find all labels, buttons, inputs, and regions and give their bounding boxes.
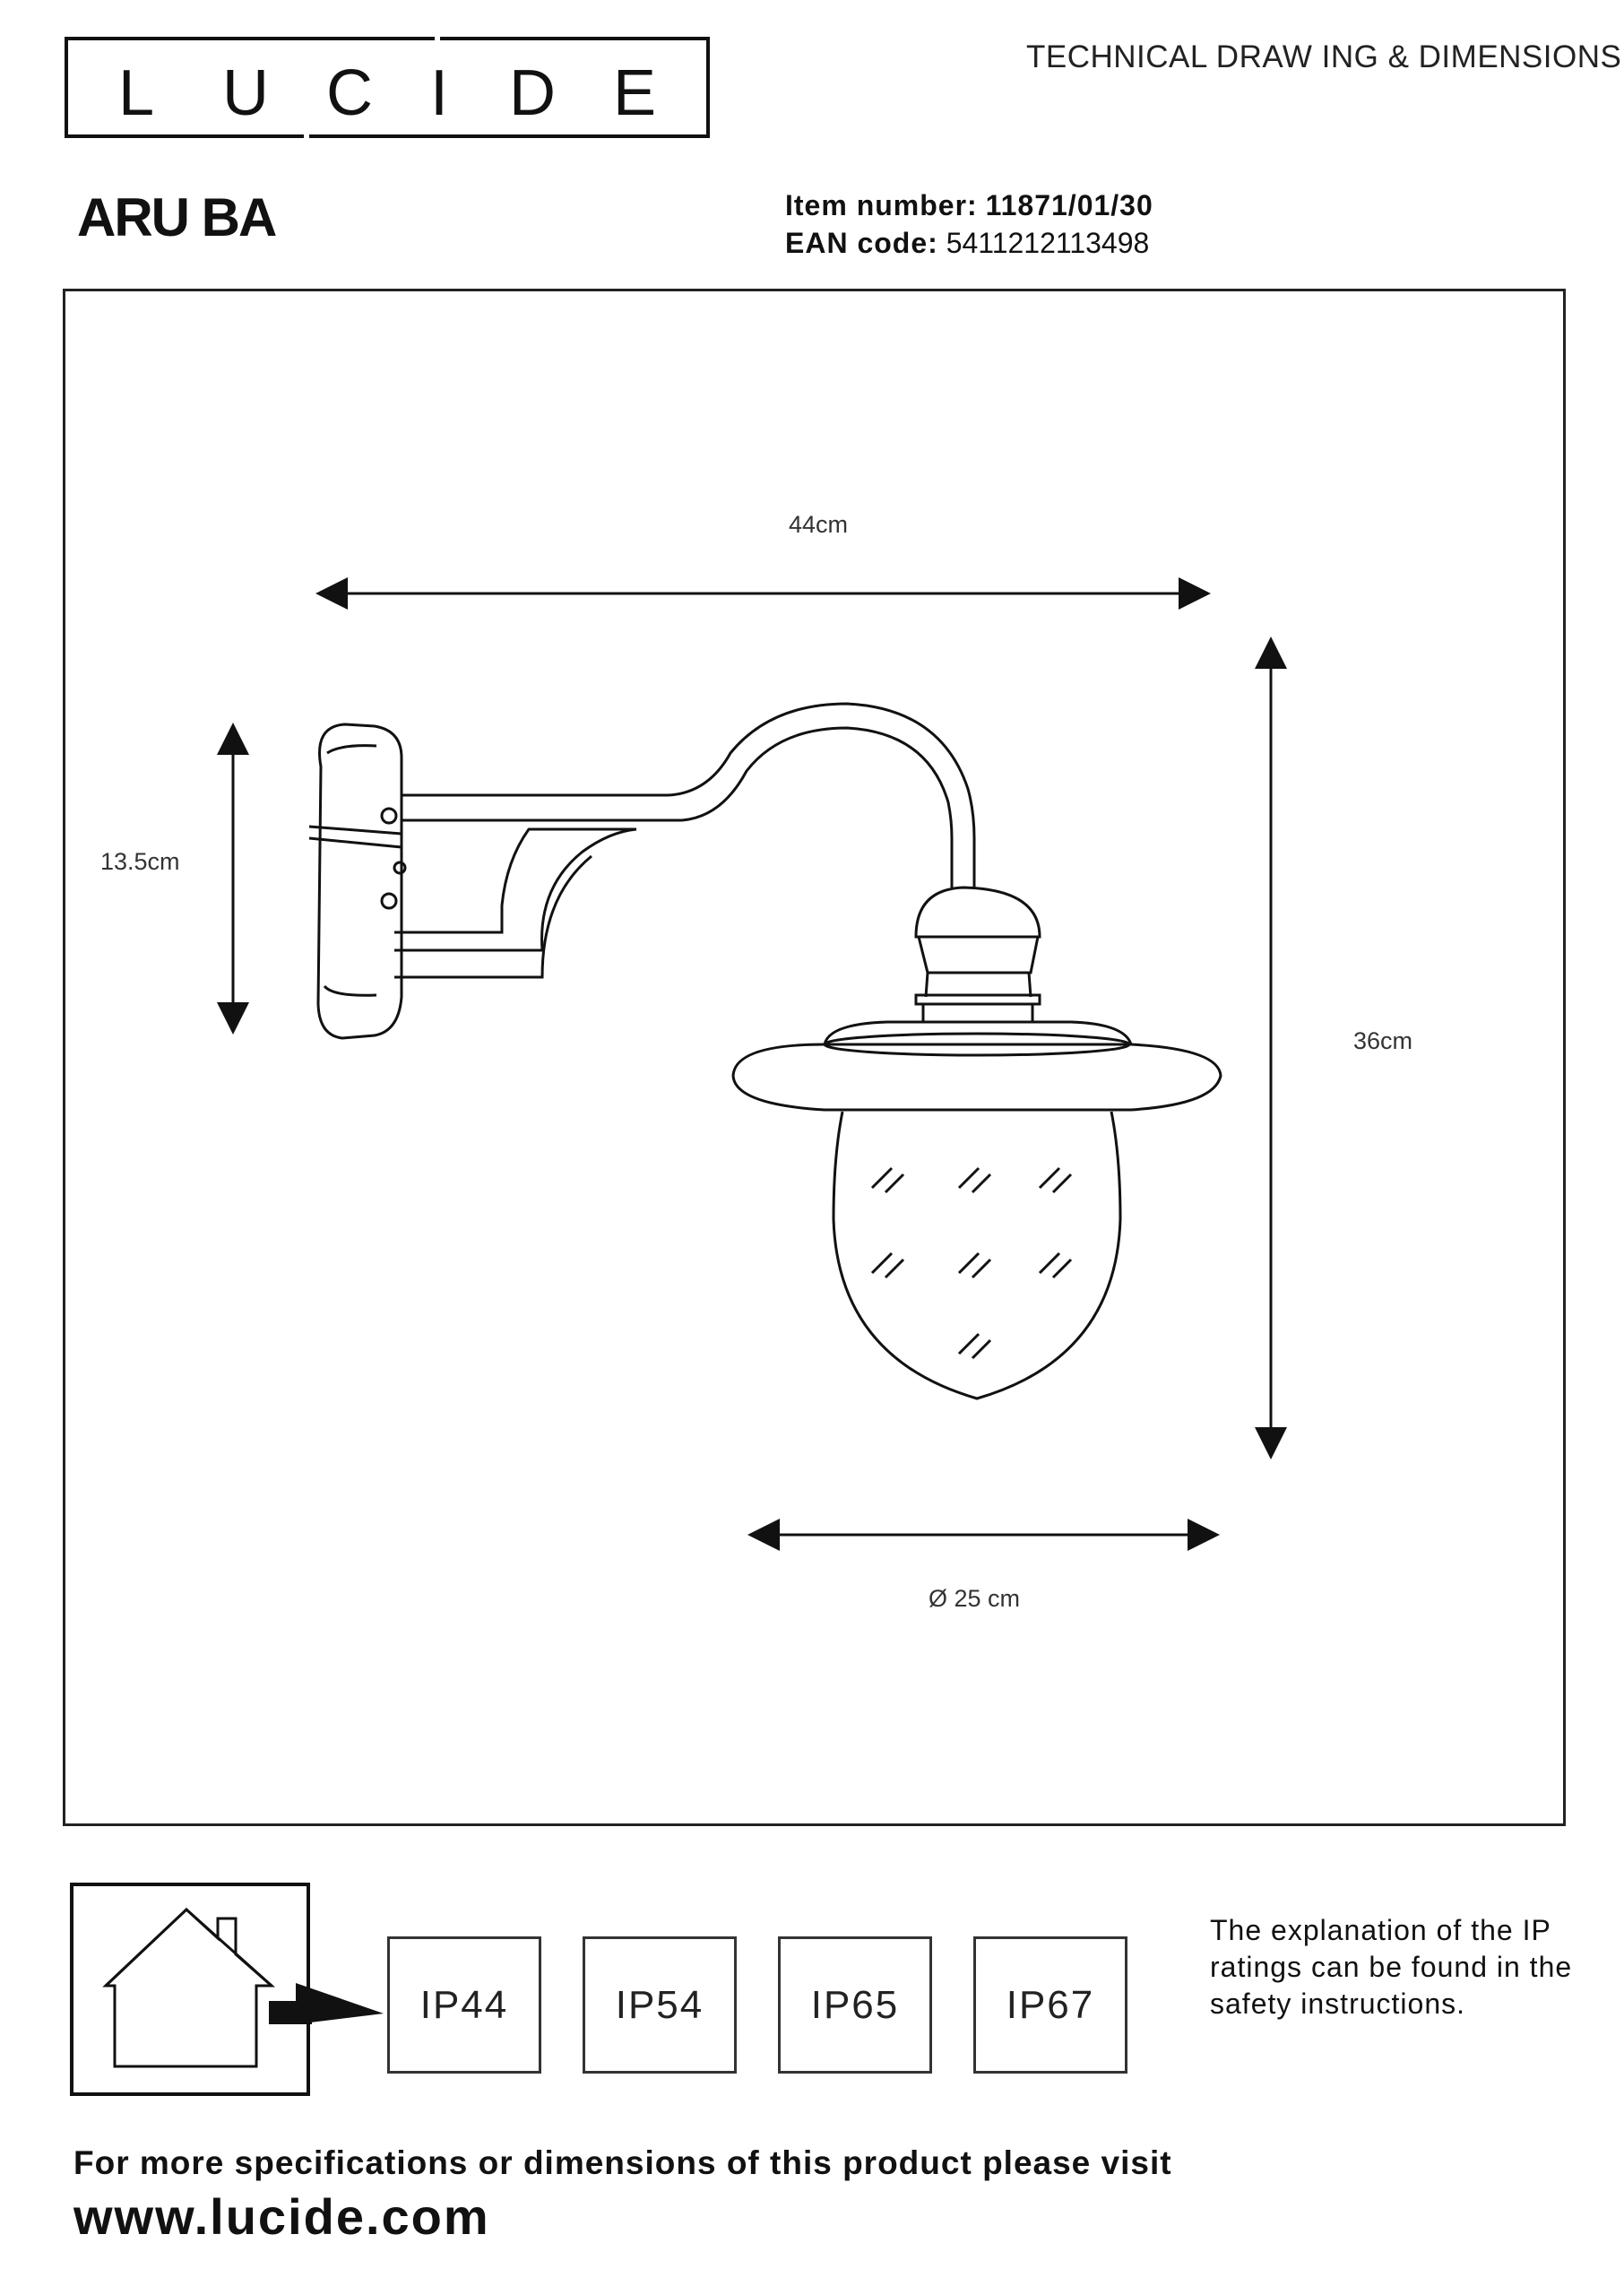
logo-letter: I bbox=[430, 57, 448, 129]
ip-rating-note: The explanation of the IP ratings can be… bbox=[1210, 1914, 1573, 2020]
ip-rating-badge: IP67 bbox=[973, 1936, 1127, 2074]
footer-text: For more specifications or dimensions of… bbox=[73, 2144, 1172, 2181]
website-link[interactable]: www.lucide.com bbox=[73, 2188, 490, 2245]
ip-rating-badge: IP65 bbox=[778, 1936, 932, 2074]
document-title: TECHNICAL DRAW ING & DIMENSIONS bbox=[1026, 39, 1622, 74]
backplate-dimension-label: 13.5cm bbox=[100, 848, 180, 875]
lamp-head bbox=[731, 886, 1222, 1400]
logo-letter: L bbox=[118, 57, 154, 129]
item-number-row: Item number: 11871/01/30 bbox=[785, 186, 1153, 224]
diameter-dimension-label: Ø 25 cm bbox=[929, 1585, 1021, 1612]
width-dimension-label: 44cm bbox=[789, 511, 849, 538]
logo-letter: D bbox=[509, 57, 556, 129]
product-name: ARU BA bbox=[77, 187, 277, 247]
wall-mount-plate bbox=[308, 723, 407, 1040]
item-number-label: Item number: bbox=[785, 189, 978, 221]
ean-code-row: EAN code: 5411212113498 bbox=[785, 224, 1153, 262]
lucide-logo: L U C I D E bbox=[65, 36, 710, 139]
ip-rating-badge: IP44 bbox=[387, 1936, 541, 2074]
ean-code-value: 5411212113498 bbox=[946, 227, 1150, 259]
arrow-pointer-icon bbox=[269, 1983, 384, 2024]
drawing-frame bbox=[63, 289, 1566, 1826]
logo-letter: E bbox=[613, 57, 656, 129]
height-dimension-label: 36cm bbox=[1353, 1027, 1413, 1054]
product-info: Item number: 11871/01/30 EAN code: 54112… bbox=[785, 186, 1153, 262]
gooseneck-arm bbox=[394, 702, 976, 979]
logo-letter: U bbox=[222, 57, 269, 129]
ean-code-label: EAN code: bbox=[785, 227, 938, 259]
ip-rating-badge: IP54 bbox=[583, 1936, 737, 2074]
logo-letter: C bbox=[326, 57, 373, 129]
item-number-value: 11871/01/30 bbox=[985, 189, 1153, 221]
